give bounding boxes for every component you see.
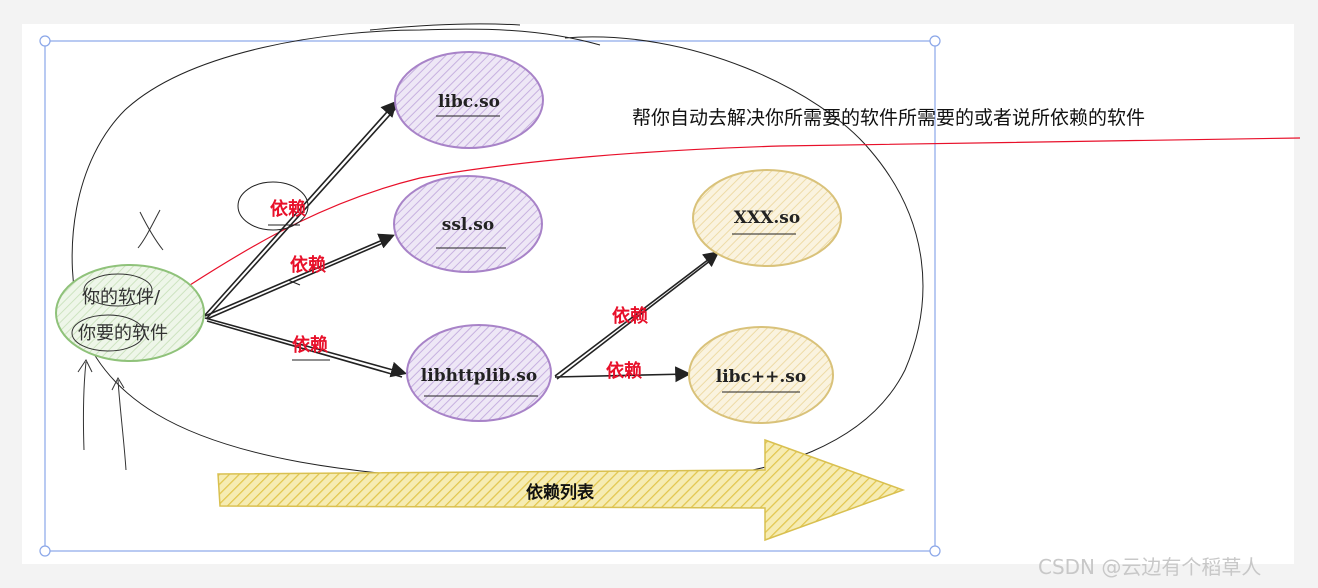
node-source[interactable]: 你的软件/ 你要的软件	[55, 264, 205, 362]
dep-label-libcpp: 依赖	[606, 360, 642, 382]
node-libhttplib[interactable]: libhttplib.so	[406, 324, 552, 422]
edge-source-libhttplib-double	[206, 320, 403, 378]
edge-source-libhttplib	[204, 317, 408, 378]
resize-handle-top-right[interactable]	[929, 35, 941, 47]
dep-label-circle	[237, 181, 309, 231]
edge-source-ssl-double	[206, 239, 391, 320]
resize-handle-bottom-left[interactable]	[39, 545, 51, 557]
edge-source-ssl	[204, 233, 395, 317]
selection-frame[interactable]	[39, 35, 941, 557]
dep-label-libc: 依赖	[270, 198, 306, 220]
node-libhttplib-label: libhttplib.so	[421, 366, 537, 386]
edge-libhttplib-libcpp	[554, 366, 692, 383]
node-libc-label: libc.so	[438, 92, 500, 112]
resize-handle-bottom-right[interactable]	[929, 545, 941, 557]
node-xxx[interactable]: XXX.so	[692, 169, 842, 267]
node-source-line1: 你的软件/	[82, 287, 161, 308]
edge-libhttplib-xxx	[554, 251, 720, 377]
dep-label-xxx: 依赖	[612, 305, 648, 327]
edge-source-libc-double	[206, 106, 398, 319]
hand-drawn-loop	[71, 28, 924, 483]
node-libcpp[interactable]: libc++.so	[688, 326, 834, 424]
edge-source-libc	[204, 100, 398, 316]
node-source-line2: 你要的软件	[78, 323, 168, 344]
loop-top-stroke	[369, 23, 521, 31]
dep-label-underlines	[268, 224, 330, 361]
upward-strokes	[77, 359, 127, 471]
dependency-list-label: 依赖列表	[526, 482, 595, 503]
dep-label-libhttplib: 依赖	[292, 334, 328, 356]
watermark: CSDN @云边有个稻草人	[1038, 555, 1261, 579]
cross-scribble	[137, 209, 164, 251]
edge-libhttplib-xxx-double	[556, 256, 716, 380]
node-ssl[interactable]: ssl.so	[393, 175, 543, 273]
dependency-list-arrow[interactable]: 依赖列表	[217, 438, 906, 542]
annotation-text: 帮你自动去解决你所需要的软件所需要的或者说所依赖的软件	[632, 107, 1145, 129]
resize-handle-top-left[interactable]	[39, 35, 51, 47]
dep-label-ssl: 依赖	[290, 254, 326, 276]
node-libc[interactable]: libc.so	[394, 51, 544, 149]
node-libcpp-label: libc++.so	[716, 367, 806, 387]
node-ssl-label: ssl.so	[442, 215, 494, 235]
node-xxx-label: XXX.so	[734, 208, 800, 228]
